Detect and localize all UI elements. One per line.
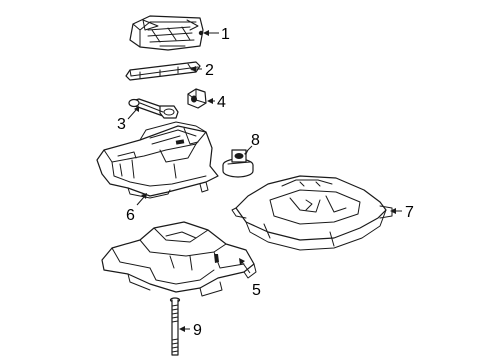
hold-down-bolt-part [169,297,181,356]
callout-8: 8 [251,132,260,149]
lug-wrench-part [128,98,179,119]
tool-tray-part [96,121,219,199]
spare-carrier-part [101,221,257,297]
callout-2: 2 [205,62,214,79]
callout-4: 4 [217,94,226,111]
callout-numbers: 1 2 3 4 5 6 7 8 9 [117,26,414,339]
jack-part [129,15,204,51]
callout-9: 9 [193,322,202,339]
callout-7: 7 [405,204,414,221]
leader-lines [127,30,402,332]
jack-handle-part [125,61,201,81]
callout-1: 1 [221,26,230,43]
callout-6: 6 [126,207,135,224]
spare-tray-part [231,175,393,251]
wing-nut-part [222,149,254,178]
callout-5: 5 [252,282,261,299]
callout-3: 3 [117,116,126,133]
tool-block-part [187,88,207,109]
